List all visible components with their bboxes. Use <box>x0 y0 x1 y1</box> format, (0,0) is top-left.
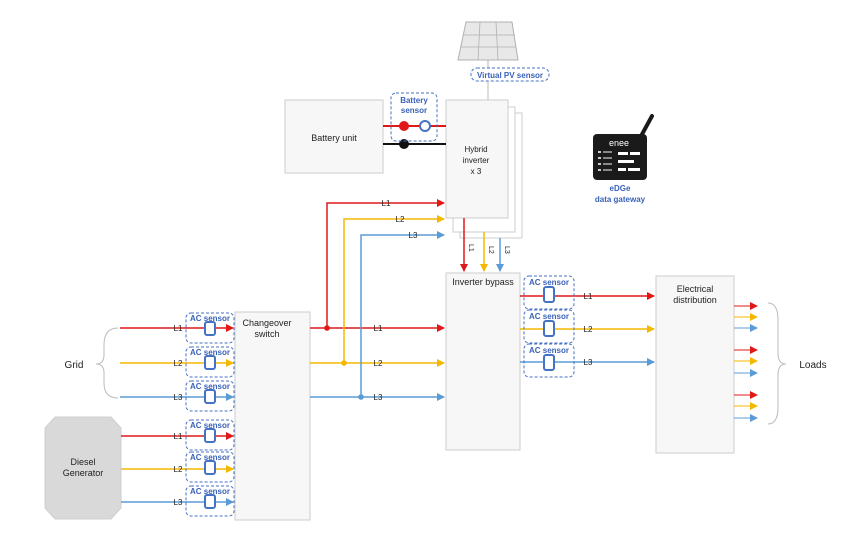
battery-negative-terminal <box>399 139 409 149</box>
diesel-generator-block <box>44 416 122 520</box>
grid-phase-l3: L3 <box>174 393 183 402</box>
battery-sensor-clamp-icon <box>419 120 431 132</box>
changeover-switch-block <box>234 311 311 521</box>
bypass-to-distribution-lines <box>520 292 655 366</box>
battery-sensor <box>390 92 438 142</box>
diesel-generator-label-1: Diesel <box>70 457 95 467</box>
inverter-feed-phase-l2: L2 <box>396 215 405 224</box>
hybrid-inverter-label-3: x 3 <box>471 167 482 176</box>
inverter-out-phase-l3: L3 <box>503 246 510 254</box>
hybrid-inverter-label-1: Hybrid <box>464 145 487 154</box>
dist-in-phase-l2: L2 <box>584 325 593 334</box>
ac-sensor-label: AC sensor <box>190 382 230 391</box>
electrical-distribution-block <box>655 275 735 454</box>
grid-brace <box>95 327 119 399</box>
inverter-feed-lines <box>326 199 445 397</box>
ac-sensor-label: AC sensor <box>529 312 569 321</box>
battery-positive-terminal <box>399 121 409 131</box>
gen-phase-l1: L1 <box>174 432 183 441</box>
ac-sensor-label: AC sensor <box>190 348 230 357</box>
grid-label: Grid <box>65 360 84 371</box>
loads-brace <box>767 302 787 425</box>
ac-sensor-label: AC sensor <box>529 278 569 287</box>
dist-in-phase-l1: L1 <box>584 292 593 301</box>
diesel-generator-label-2: Generator <box>63 468 104 478</box>
inverter-bypass-label: Inverter bypass <box>452 277 514 287</box>
inverter-output-lines <box>460 218 504 272</box>
edge-gateway-label-2: data gateway <box>595 195 646 204</box>
virtual-pv-sensor-label: Virtual PV sensor <box>477 71 543 80</box>
changeover-to-bypass-lines <box>310 324 445 401</box>
inverter-out-phase-l2: L2 <box>487 246 494 254</box>
load-output-arrows <box>734 302 758 422</box>
inverter-out-phase-l1: L1 <box>467 244 474 252</box>
gen-phase-l2: L2 <box>174 465 183 474</box>
ac-sensor-label: AC sensor <box>190 421 230 430</box>
solar-panel-icon <box>457 21 519 68</box>
grid-phase-l1: L1 <box>174 324 183 333</box>
battery-unit-block <box>284 99 384 174</box>
virtual-pv-sensor <box>470 67 550 82</box>
gen-phase-l3: L3 <box>174 498 183 507</box>
inverter-feed-phase-l3: L3 <box>409 231 418 240</box>
hybrid-inverter-label-2: inverter <box>463 156 490 165</box>
ac-sensor-label: AC sensor <box>529 346 569 355</box>
dist-in-phase-l3: L3 <box>584 358 593 367</box>
battery-unit-label: Battery unit <box>311 133 357 143</box>
ac-sensor-label: AC sensor <box>190 453 230 462</box>
hybrid-inverter-block <box>445 99 523 239</box>
bypass-in-phase-l1: L1 <box>374 324 383 333</box>
inverter-bypass-block <box>445 272 521 451</box>
changeover-switch-label-1: Changeover <box>242 318 291 328</box>
battery-sensor-label-2: sensor <box>401 106 427 115</box>
bypass-in-phase-l3: L3 <box>374 393 383 402</box>
edge-gateway-device-icon <box>593 114 654 180</box>
output-ac-sensors <box>523 275 575 378</box>
edge-gateway-brand: enee <box>609 138 629 148</box>
ac-sensor-label: AC sensor <box>190 487 230 496</box>
ac-sensor-label: AC sensor <box>190 314 230 323</box>
grid-phase-l2: L2 <box>174 359 183 368</box>
bypass-in-phase-l2: L2 <box>374 359 383 368</box>
inverter-feed-phase-l1: L1 <box>382 199 391 208</box>
electrical-distribution-label-2: distribution <box>673 295 717 305</box>
input-ac-sensors <box>185 312 235 517</box>
edge-gateway-label-1: eDGe <box>610 184 631 193</box>
loads-label: Loads <box>799 360 826 371</box>
changeover-switch-label-2: switch <box>254 329 279 339</box>
battery-sensor-label-1: Battery <box>400 96 428 105</box>
electrical-distribution-label-1: Electrical <box>677 284 714 294</box>
